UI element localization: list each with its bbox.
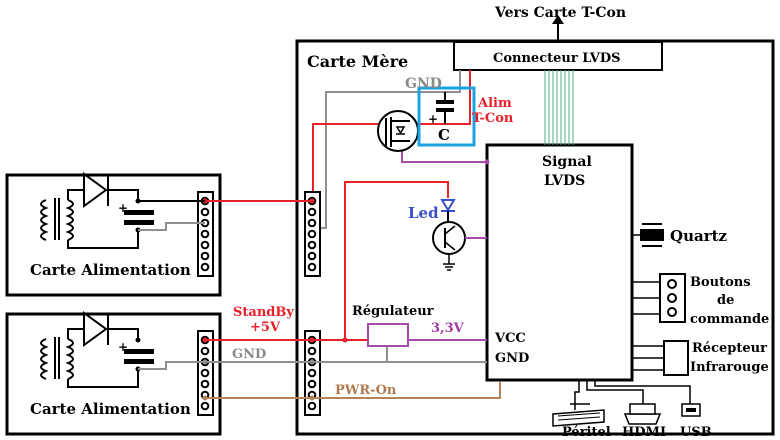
led-symbol [440,199,456,222]
label-led: Led [408,204,439,222]
peritel-connector [552,402,605,427]
label-pwr-on: PWR-On [335,383,397,398]
label-gnd-bottom: GND [232,347,266,362]
usb-connector [681,403,701,417]
gate-dot [484,159,490,165]
capacitor-symbol-top: + [428,92,454,126]
label-alim-2: T-Con [472,111,514,126]
buttons-pins [667,279,677,317]
label-psu-bottom: Carte Alimentation [30,400,191,418]
lvds-chip [485,143,634,382]
label-signal-1: Signal [542,154,592,170]
regulator-box [367,323,409,347]
svg-text:+: + [118,340,128,354]
gate-control-wire [401,148,487,163]
led-supply-wire [344,181,449,339]
psu-bottom-gray-wire [138,361,205,370]
psu-box-top [5,173,222,297]
ir-wires [632,345,664,371]
psu-top-gray-wire [138,222,205,231]
gnd-wire-top [313,70,461,229]
label-buttons-2: de [717,293,734,308]
label-buttons-1: Boutons [690,275,751,290]
label-usb: USB [680,425,712,440]
svg-text:+: + [118,201,128,215]
label-vcc: VCC [494,331,526,346]
label-psu-top: Carte Alimentation [30,261,191,279]
label-quartz: Quartz [670,227,728,245]
mosfet-symbol [377,110,419,152]
label-peritel: Péritel [562,425,611,440]
label-signal-2: LVDS [544,173,585,189]
label-gnd-top: GND [405,76,442,92]
psu-top-schematic [40,172,205,249]
mb-connector-top-pins [307,196,317,272]
label-capacitor: C [438,126,450,144]
psu-box-bottom [5,312,222,436]
psu-connector-top-pins [200,196,210,272]
pwr-on-wire [205,382,501,399]
ir-receiver-box [663,340,689,376]
psu-bottom-capacitor: + [118,337,154,372]
transistor-symbol [432,221,487,271]
label-buttons-3: commande [690,312,769,327]
label-alim-1: Alim [477,96,512,111]
lvds-connector-box [453,41,663,71]
label-hdmi: HDMI [622,425,666,440]
label-lvds-connector: Connecteur LVDS [493,51,621,66]
buttons-wires [632,281,660,315]
junction-dots [202,198,348,343]
pwr-on-dot-right [309,395,315,401]
gnd-dot-right [309,359,315,365]
capacitor-highlight-box [417,86,476,147]
label-gnd-chip: GND [495,351,529,366]
quartz-symbol [632,223,664,247]
label-ir-1: Récepteur [692,341,767,356]
standby-wire-mosfet [312,123,383,201]
hdmi-connector [623,403,662,425]
psu-bottom-schematic [40,311,139,388]
pwr-on-dot-left [202,395,208,401]
label-regulator: Régulateur [352,304,434,319]
label-motherboard: Carte Mère [307,52,408,71]
label-standby-1: StandBy [233,305,294,320]
label-voltage: 3,3V [431,321,465,336]
psu-top-capacitor: + [118,198,154,233]
tcon-arrow-head [552,15,564,24]
label-top-output: Vers Carte T-Con [494,5,626,21]
label-standby-2: +5V [250,320,281,335]
bottom-bus-wires [574,380,691,404]
svg-text:+: + [428,112,438,126]
lvds-bus [544,70,574,145]
label-ir-2: Infrarouge [690,360,769,375]
